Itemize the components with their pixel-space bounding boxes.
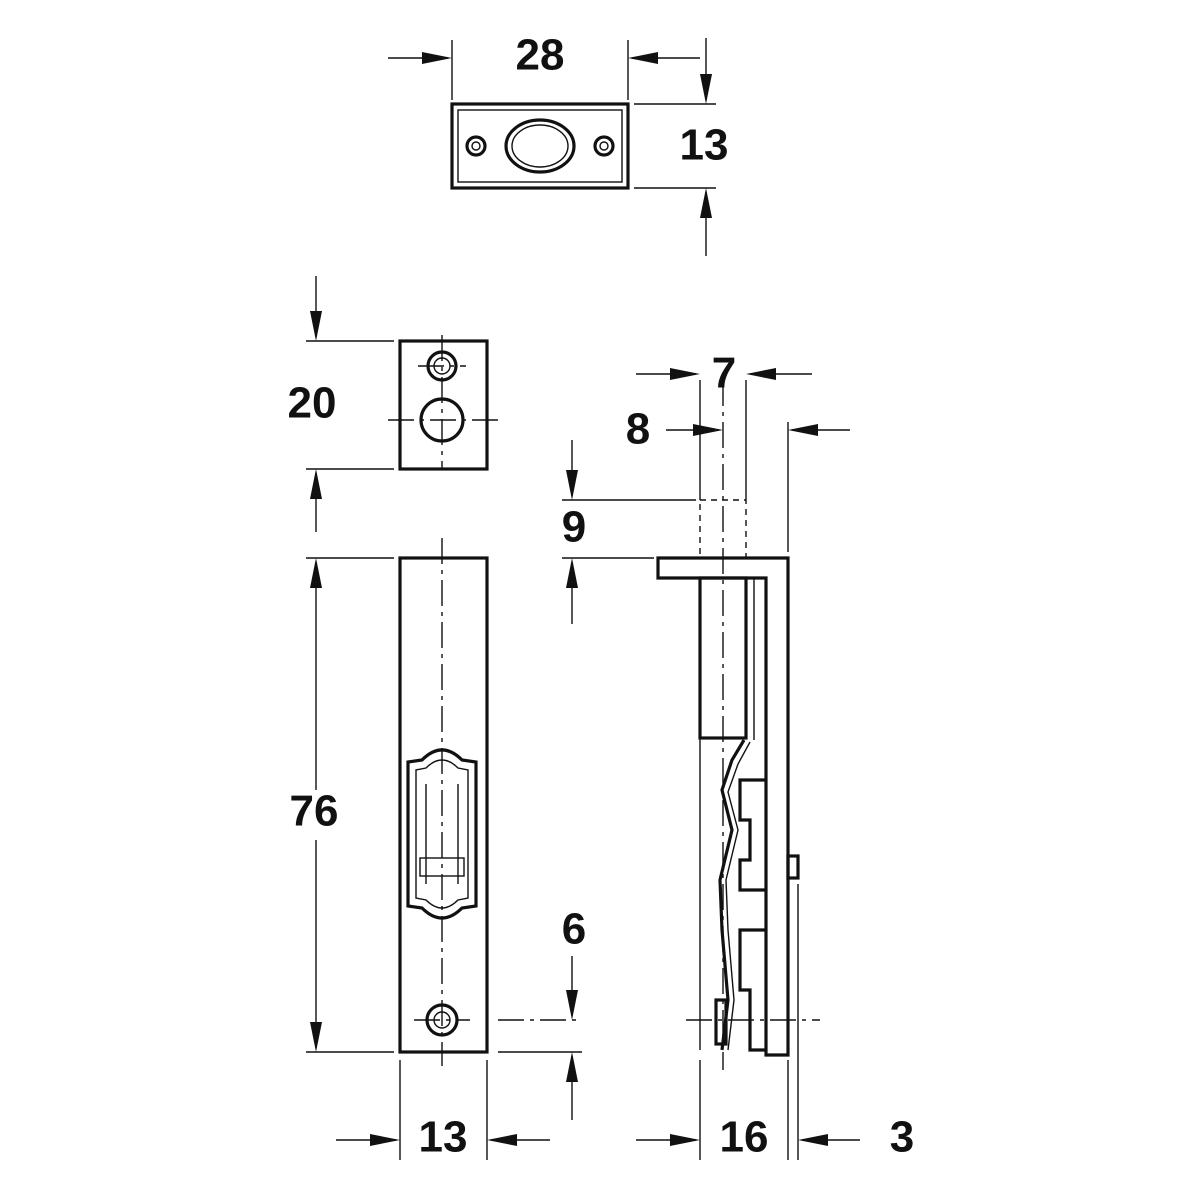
side-screw xyxy=(714,998,728,1046)
bolt-projection-label: 9 xyxy=(562,503,586,552)
keeper-screw-hole-right xyxy=(593,135,615,157)
slider-slot-outer xyxy=(406,748,478,920)
keeper-height-label: 13 xyxy=(680,121,729,170)
bolt-offset-label: 8 xyxy=(626,405,650,454)
slider-knob xyxy=(419,857,465,877)
keeper-plate-view: 28 13 xyxy=(388,31,728,256)
keeper-width-label: 28 xyxy=(516,31,565,80)
side-width-label: 16 xyxy=(720,1113,769,1162)
front-view: 20 76 6 13 xyxy=(276,276,586,1162)
hole-offset-label: 6 xyxy=(562,905,586,954)
side-body-outline xyxy=(656,556,790,1057)
top-plate-outline xyxy=(398,339,489,471)
keeper-screw-hole-left xyxy=(465,135,487,157)
plate-length-label: 76 xyxy=(290,787,339,836)
side-view: 7 8 9 16 3 xyxy=(562,349,914,1162)
keeper-screw-hole-left-inner xyxy=(471,141,481,151)
keeper-screw-hole-right-inner xyxy=(599,141,609,151)
slider-pin xyxy=(786,854,800,880)
slider-slot-inner xyxy=(415,759,469,909)
body-notches xyxy=(738,778,766,1052)
plate-width-label: 13 xyxy=(419,1113,468,1162)
top-plate-height-label: 20 xyxy=(288,379,337,428)
side-thickness-label: 3 xyxy=(890,1113,914,1162)
bolt-width-label: 7 xyxy=(712,349,736,398)
keeper-slot-inner xyxy=(511,124,569,168)
spring-leaf xyxy=(718,739,746,1051)
keeper-plate-outline xyxy=(450,102,630,190)
keeper-plate-inner-edge xyxy=(457,109,623,183)
main-plate-outline xyxy=(398,556,489,1054)
keeper-slot xyxy=(504,118,576,174)
